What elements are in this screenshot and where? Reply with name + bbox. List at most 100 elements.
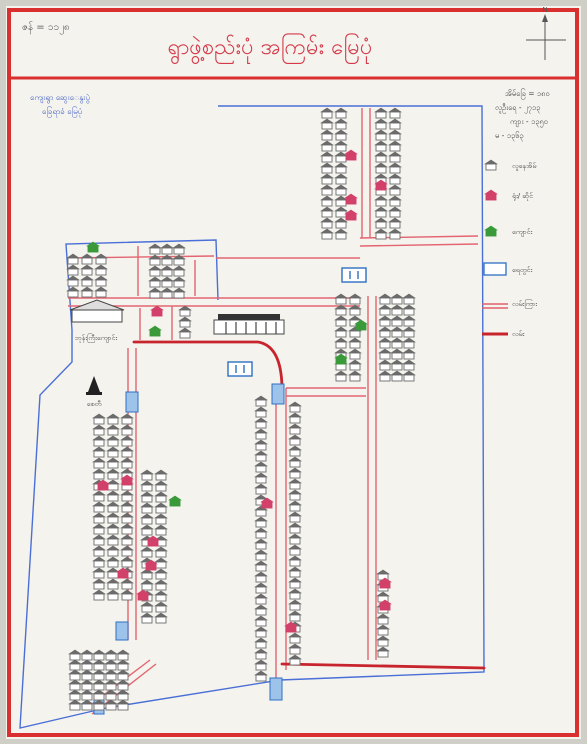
house-icon — [92, 589, 106, 601]
legend-item: ရေတွင်း — [483, 262, 533, 276]
house-icon — [80, 699, 94, 711]
house-icon — [320, 118, 334, 130]
main-road-center — [132, 340, 284, 392]
house-icon — [334, 337, 348, 349]
house-icon — [388, 173, 402, 185]
house-icon — [390, 293, 404, 305]
school-house-icon — [148, 325, 162, 337]
house-icon — [80, 264, 94, 276]
house-icon — [374, 195, 388, 207]
house-icon — [154, 524, 168, 536]
legend-item: လမ်း — [482, 330, 525, 338]
house-icon — [334, 370, 348, 382]
house-icon — [288, 544, 302, 556]
house-icon — [178, 305, 192, 317]
office-house-icon — [378, 599, 392, 611]
house-icon — [288, 500, 302, 512]
house-icon — [92, 468, 106, 480]
house-icon — [288, 654, 302, 666]
house-icon — [288, 511, 302, 523]
house-icon — [92, 578, 106, 590]
house-icon — [160, 265, 174, 277]
house-icon — [120, 556, 134, 568]
house-icon — [334, 151, 348, 163]
house-icon — [388, 107, 402, 119]
house-icon — [390, 359, 404, 371]
house-icon — [154, 601, 168, 613]
house-icon — [120, 424, 134, 436]
house-icon — [388, 118, 402, 130]
house-icon — [66, 264, 80, 276]
house-icon — [120, 446, 134, 458]
office-house-icon — [344, 149, 358, 161]
house-icon — [66, 253, 80, 265]
house-icon — [106, 435, 120, 447]
temple-building — [69, 299, 125, 323]
house-icon — [120, 490, 134, 502]
house-icon — [288, 588, 302, 600]
house-icon — [378, 359, 392, 371]
house-icon — [106, 545, 120, 557]
house-icon — [288, 577, 302, 589]
house-icon — [320, 151, 334, 163]
house-icon — [172, 265, 186, 277]
house-icon — [140, 546, 154, 558]
house-icon — [374, 217, 388, 229]
house-icon — [288, 456, 302, 468]
house-icon — [374, 162, 388, 174]
house-icon — [254, 505, 268, 517]
house-icon — [402, 348, 416, 360]
house-icon — [80, 253, 94, 265]
house-icon — [390, 315, 404, 327]
house-icon — [140, 491, 154, 503]
house-icon — [148, 287, 162, 299]
legend-label: ရုံး​/ ​ဆိုင် — [512, 192, 534, 201]
stats-line-3: ကျား - ၁၃၅၀ — [510, 117, 548, 127]
house-icon — [334, 304, 348, 316]
office-house-icon — [284, 621, 298, 633]
house-icon — [106, 523, 120, 535]
house-icon — [320, 217, 334, 229]
house-icon — [402, 337, 416, 349]
house-icon — [94, 275, 108, 287]
house-icon — [288, 555, 302, 567]
legend-label: လမ်း — [512, 330, 525, 338]
main-roads — [132, 340, 486, 670]
legend-item: ကျောင်း — [484, 225, 533, 237]
legend-house-icon — [484, 189, 498, 201]
school-house-icon — [354, 319, 368, 331]
house-icon — [288, 401, 302, 413]
house-icon — [374, 107, 388, 119]
legend-label: လူ​နေ​အိမ် — [512, 162, 537, 171]
house-icon — [92, 567, 106, 579]
house-icon — [106, 468, 120, 480]
house-icon — [154, 491, 168, 503]
house-icon — [92, 446, 106, 458]
house-icon — [388, 195, 402, 207]
house-icon — [320, 195, 334, 207]
house-icon — [348, 293, 362, 305]
house-icon — [92, 512, 106, 524]
house-icon — [374, 228, 388, 240]
house-icon — [254, 527, 268, 539]
house-icon — [320, 129, 334, 141]
house-icon — [254, 483, 268, 495]
house-icon — [374, 140, 388, 152]
house-icon — [92, 413, 106, 425]
house-icon — [154, 480, 168, 492]
note-line-1: ကျေးရွာ ​ဆွေး​ေနွးပွဲ — [30, 92, 90, 104]
house-icon — [154, 513, 168, 525]
house-icon — [80, 286, 94, 298]
house-icon — [376, 613, 390, 625]
house-icon — [104, 699, 118, 711]
note-line-2: ခြေရာ​ခံ မြေပုံ — [42, 106, 82, 118]
house-icon — [288, 434, 302, 446]
house-icon — [140, 601, 154, 613]
house-icon — [254, 560, 268, 572]
school-house-icon — [334, 353, 348, 365]
house-icon — [116, 699, 130, 711]
house-icon — [92, 435, 106, 447]
house-icon — [334, 173, 348, 185]
house-icon — [106, 501, 120, 513]
house-icon — [254, 516, 268, 528]
